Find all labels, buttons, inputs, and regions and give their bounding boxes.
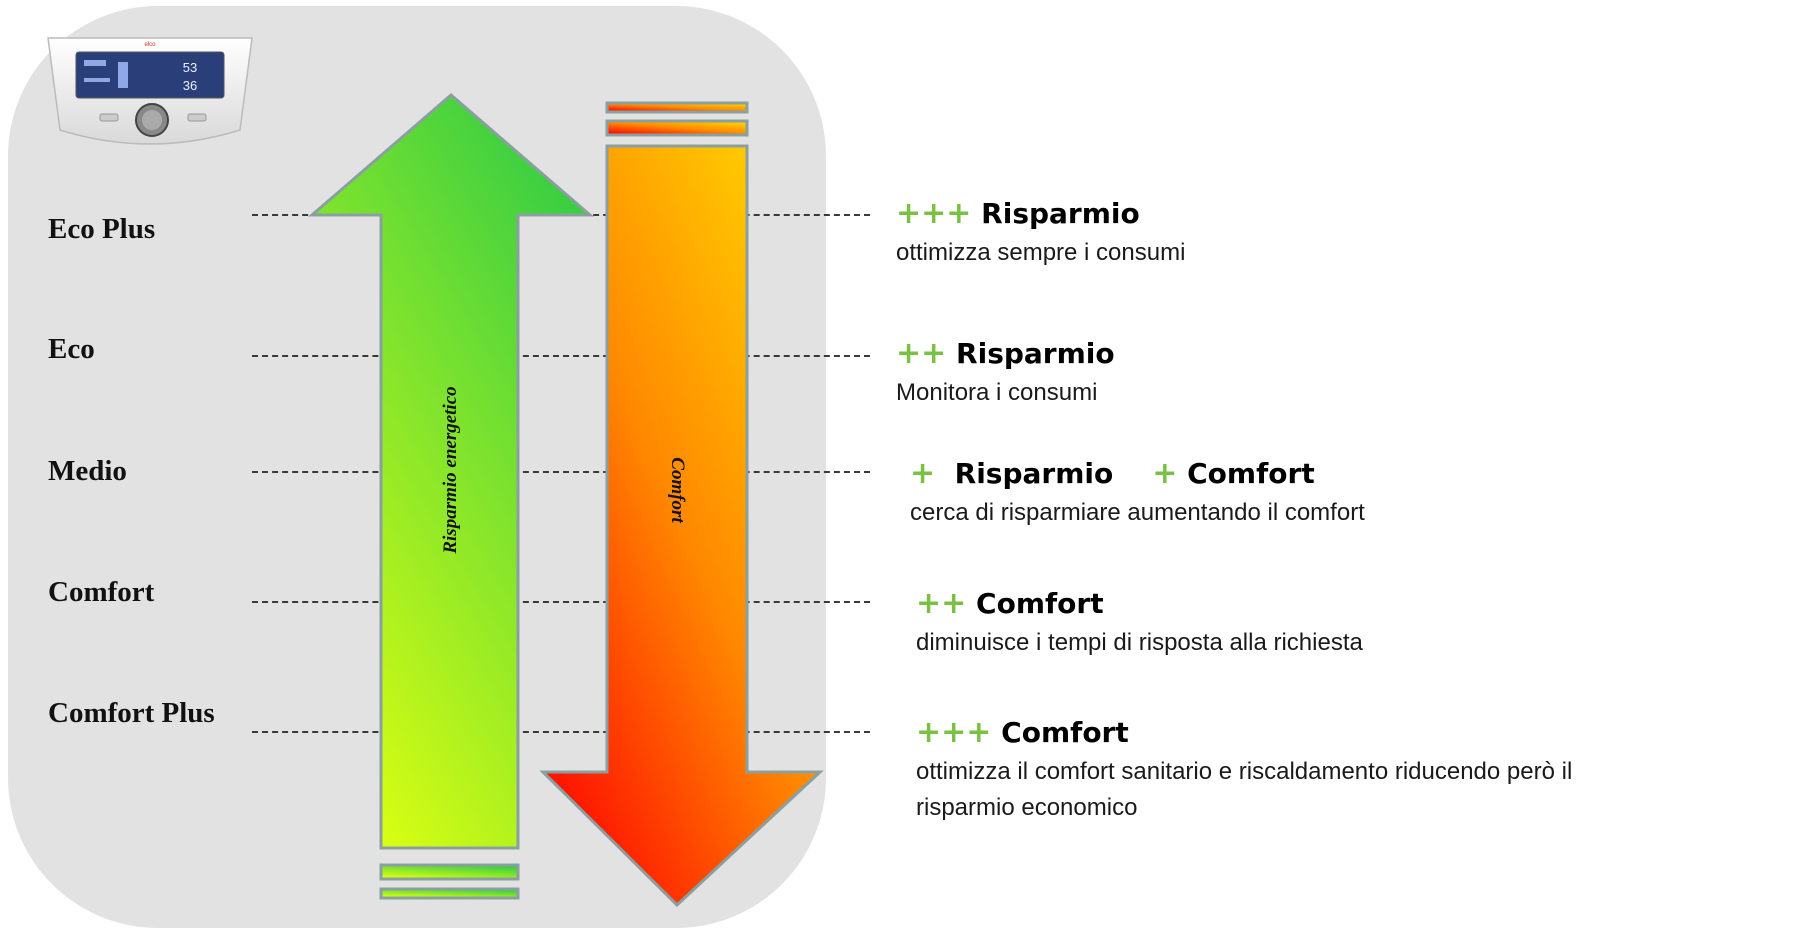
- description-eco-plus: +++ Risparmio ottimizza sempre i consumi: [896, 196, 1185, 271]
- description-text: cerca di risparmiare aumentando il comfo…: [910, 499, 1365, 526]
- level-label-comfort-plus: Comfort Plus: [48, 697, 215, 729]
- plus-rating: +++: [916, 715, 992, 750]
- plus-rating: +++: [896, 196, 972, 231]
- energy-saving-arrow-label: Risparmio energetico: [440, 386, 461, 554]
- thermostat-device-image: elco 53 36: [47, 37, 253, 145]
- plus-rating-2: +: [1152, 456, 1178, 491]
- leader-line-medio: [252, 471, 870, 473]
- description-heading: Risparmio: [954, 457, 1114, 490]
- description-eco: ++ Risparmio Monitora i consumi: [896, 336, 1115, 411]
- level-label-medio: Medio: [48, 455, 127, 487]
- leader-line-eco-plus: [252, 214, 870, 216]
- plus-rating: ++: [896, 336, 947, 371]
- level-label-eco: Eco: [48, 333, 95, 365]
- description-heading: Risparmio: [956, 337, 1115, 370]
- svg-text:elco: elco: [144, 42, 156, 48]
- description-heading: Risparmio: [981, 197, 1140, 230]
- comfort-arrow-label: Comfort: [667, 457, 688, 523]
- svg-text:53: 53: [183, 60, 197, 75]
- svg-text:36: 36: [183, 78, 197, 93]
- description-comfort-plus: +++ Comfort ottimizza il comfort sanitar…: [916, 715, 1572, 826]
- leader-line-comfort: [252, 601, 870, 603]
- description-heading: Comfort: [1001, 716, 1129, 749]
- description-heading: Comfort: [976, 587, 1104, 620]
- leader-line-eco: [252, 355, 870, 357]
- description-medio: + Risparmio + Comfort cerca di risparmia…: [910, 456, 1365, 531]
- level-label-eco-plus: Eco Plus: [48, 213, 156, 245]
- description-text: ottimizza sempre i consumi: [896, 239, 1186, 266]
- description-comfort: ++ Comfort diminuisce i tempi di rispost…: [916, 586, 1363, 661]
- plus-rating: +: [910, 456, 936, 491]
- description-text: diminuisce i tempi di risposta alla rich…: [916, 629, 1363, 656]
- description-heading-2: Comfort: [1187, 457, 1315, 490]
- plus-rating: ++: [916, 586, 967, 621]
- leader-line-comfort-plus: [252, 731, 870, 733]
- description-text-line-2: risparmio economico: [916, 794, 1138, 821]
- level-label-comfort: Comfort: [48, 576, 155, 608]
- description-text: ottimizza il comfort sanitario e riscald…: [916, 758, 1573, 785]
- description-text: Monitora i consumi: [896, 379, 1098, 406]
